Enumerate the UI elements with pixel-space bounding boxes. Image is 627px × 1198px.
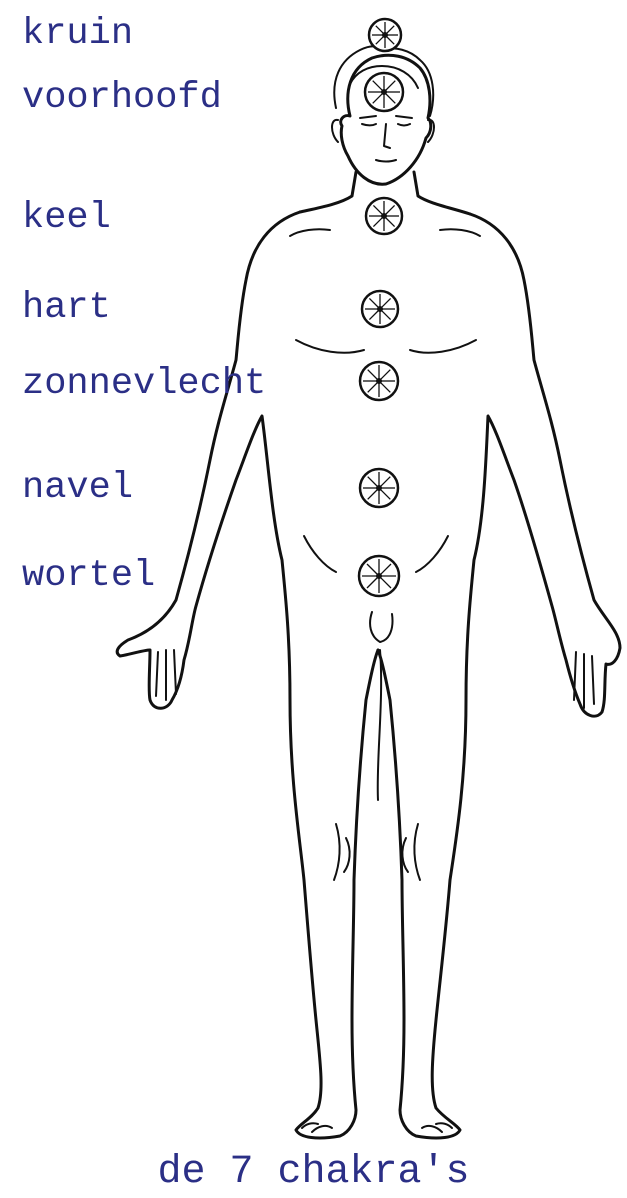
chakra-wheel-forehead: [365, 73, 403, 111]
diagram-caption: de 7 chakra's: [0, 1150, 627, 1195]
chakra-label-throat: keel: [22, 200, 111, 237]
chakra-label-navel: navel: [22, 470, 133, 507]
chakra-label-forehead: voorhoofd: [22, 80, 222, 117]
chakra-label-crown: kruin: [22, 16, 133, 53]
chakra-label-solar-plexus: zonnevlecht: [22, 366, 266, 403]
chakra-wheel-throat: [366, 198, 402, 234]
chakra-label-root: wortel: [22, 558, 155, 595]
chakra-wheel-root: [359, 556, 399, 596]
chakra-wheel-heart: [362, 291, 398, 327]
neck: [300, 172, 356, 212]
chakra-wheel-crown: [369, 19, 401, 51]
chakra-wheel-navel: [360, 469, 398, 507]
chakra-wheel-solar-plexus: [360, 362, 398, 400]
chakra-label-heart: hart: [22, 290, 111, 327]
